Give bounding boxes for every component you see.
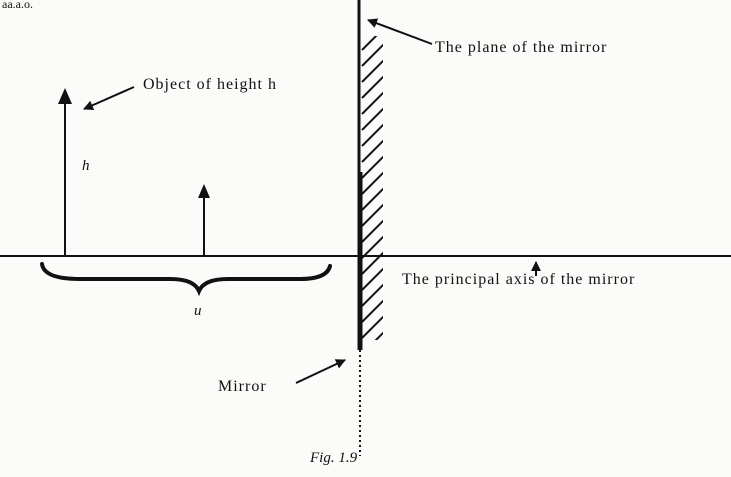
mirror-label: Mirror (218, 378, 267, 395)
height-symbol: h (82, 158, 90, 174)
distance-brace (40, 262, 332, 297)
header-fragment: aa.a.o. (2, 0, 33, 11)
object-height-label: Object of height h (143, 76, 277, 93)
object-label-pointer (83, 86, 135, 110)
plane-of-mirror-label: The plane of the mirror (435, 39, 607, 56)
figure-caption: Fig. 1.9 (309, 450, 358, 466)
object-arrow-head (58, 88, 72, 104)
plane-label-pointer (367, 18, 433, 45)
principal-axis-label: The principal axis of the mirror (402, 271, 635, 288)
mirror-hatching (361, 36, 383, 340)
distance-symbol: u (194, 303, 202, 319)
mirror-label-pointer (295, 359, 346, 384)
small-arrow-head (198, 184, 210, 198)
